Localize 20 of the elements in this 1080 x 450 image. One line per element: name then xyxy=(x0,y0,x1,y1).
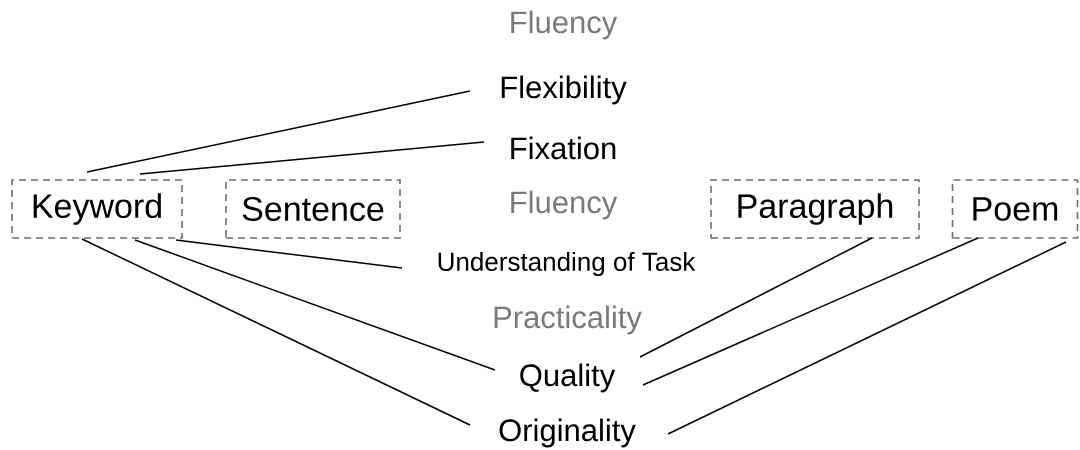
connector-line xyxy=(639,237,873,358)
keyword-box: Keyword xyxy=(11,179,183,239)
connector-line xyxy=(134,239,496,371)
connector-line xyxy=(667,241,1067,435)
connector-line xyxy=(81,238,471,426)
connector-line xyxy=(86,90,471,173)
criterion-label: Quality xyxy=(520,363,616,393)
criterion-label: Flexibility xyxy=(501,75,627,105)
keyword-box: Sentence xyxy=(225,179,401,239)
keyword-box: Poem xyxy=(951,179,1079,239)
criterion-label: Fluency xyxy=(511,190,618,220)
connector-line xyxy=(642,237,979,386)
criterion-label: Practicality xyxy=(494,305,642,335)
connector-line xyxy=(175,239,403,269)
connector-line xyxy=(139,141,485,175)
keyword-box: Paragraph xyxy=(710,179,920,239)
criterion-label: Fixation xyxy=(511,136,616,160)
criterion-label: Understanding of Task xyxy=(438,251,696,277)
criterion-label: Originality xyxy=(499,418,636,448)
criterion-label: Fluency xyxy=(511,10,618,40)
